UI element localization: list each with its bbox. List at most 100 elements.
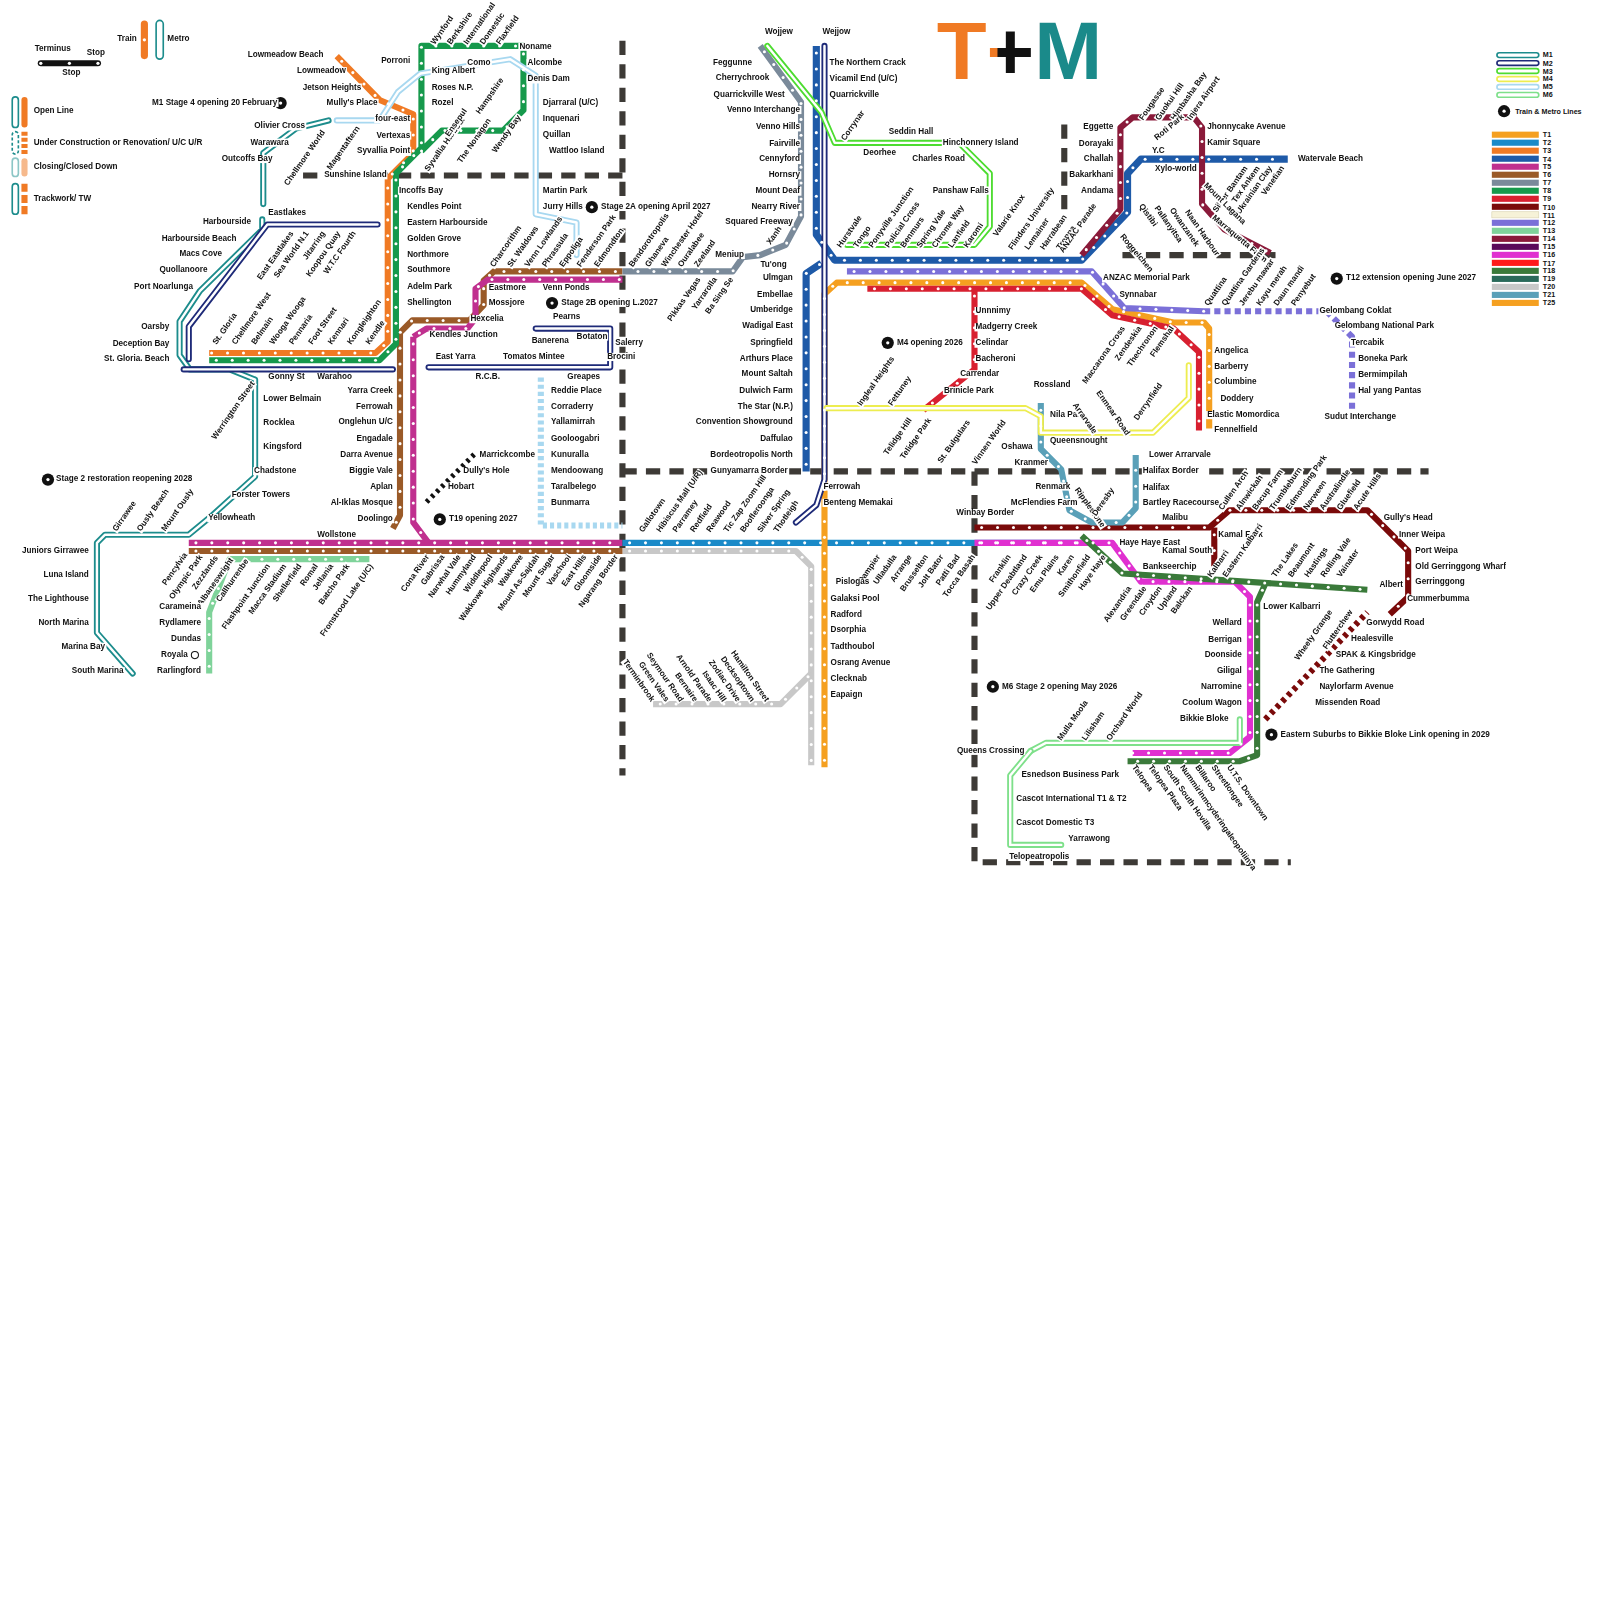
station-dot bbox=[815, 227, 818, 230]
station-label: Cennyford bbox=[758, 155, 801, 164]
station-dot bbox=[1053, 281, 1056, 284]
station-label: Macs Cove bbox=[178, 250, 223, 259]
station-dot bbox=[522, 278, 525, 281]
station-dot bbox=[385, 541, 388, 544]
trackwork-sample bbox=[21, 184, 27, 215]
station-label: Onglehun U/C bbox=[337, 419, 393, 428]
train-swatch bbox=[1492, 196, 1539, 202]
station-dot bbox=[708, 549, 711, 552]
station-label: Haye Haye East bbox=[1118, 539, 1181, 548]
station-label: Synnabar bbox=[1118, 291, 1157, 300]
station-dot bbox=[810, 711, 813, 714]
open-line-sample bbox=[21, 97, 27, 128]
station-dot bbox=[386, 282, 389, 285]
station-dot bbox=[550, 270, 553, 273]
station-label: Mendoowang bbox=[550, 467, 604, 476]
station-dot bbox=[1060, 526, 1063, 529]
station-label: Porroni bbox=[380, 57, 411, 66]
station-label: Gerringgong bbox=[1414, 579, 1465, 588]
station-dot bbox=[420, 46, 423, 49]
station-dot bbox=[830, 254, 833, 257]
legend-label: T16 bbox=[1542, 251, 1556, 258]
station-label: Lower Arrarvale bbox=[1148, 451, 1212, 460]
station-dot bbox=[398, 490, 401, 493]
station-dot bbox=[522, 52, 525, 55]
note-label: M1 Stage 4 opening 20 February bbox=[151, 99, 278, 108]
station-label: Umberidge bbox=[749, 306, 794, 315]
station-dot bbox=[481, 541, 484, 544]
station-dot bbox=[433, 541, 436, 544]
station-dot bbox=[1092, 526, 1095, 529]
station-dot bbox=[582, 270, 585, 273]
station-dot bbox=[1256, 603, 1259, 606]
station-dot bbox=[805, 367, 808, 370]
station-dot bbox=[1046, 454, 1049, 457]
station-dot bbox=[369, 352, 372, 355]
station-dot bbox=[340, 60, 343, 63]
train-line bbox=[189, 540, 623, 546]
legend-label: Closing/Closed Down bbox=[33, 163, 119, 172]
station-dot bbox=[805, 463, 808, 466]
station-dot bbox=[636, 270, 639, 273]
station-label: Southmore bbox=[406, 267, 451, 276]
station-dot bbox=[868, 270, 871, 273]
station-dot bbox=[1216, 760, 1219, 763]
station-label: Incoffs Bay bbox=[398, 187, 444, 196]
station-dot bbox=[1208, 333, 1211, 336]
station-label: Ulmgan bbox=[762, 274, 794, 283]
train-swatch bbox=[1492, 300, 1539, 306]
station-dot bbox=[1407, 561, 1410, 564]
legend-label: M5 bbox=[1542, 83, 1554, 90]
station-dot bbox=[294, 359, 297, 362]
station-label: Rydlamere bbox=[158, 619, 202, 628]
legend-label: T9 bbox=[1542, 195, 1552, 202]
station-label: Chadstone bbox=[253, 467, 297, 476]
station-dot bbox=[810, 743, 813, 746]
station-label: Fennelfield bbox=[1213, 426, 1258, 435]
station-dot bbox=[1211, 752, 1214, 755]
note-label: M4 opening 2026 bbox=[896, 339, 964, 348]
station-dot bbox=[1085, 248, 1088, 251]
train-line bbox=[209, 46, 523, 360]
info-dot bbox=[1502, 110, 1505, 113]
station-dot bbox=[739, 541, 742, 544]
station-label: Gooloogabri bbox=[550, 435, 601, 444]
legend-label: Under Construction or Renovation/ U/C U/… bbox=[33, 139, 204, 148]
station-dot bbox=[401, 108, 404, 111]
station-label: Dulwich Farm bbox=[738, 386, 794, 395]
station-dot bbox=[386, 350, 389, 353]
station-label: Marrickcombe bbox=[479, 451, 536, 460]
station-dot bbox=[823, 647, 826, 650]
train-swatch bbox=[1492, 212, 1539, 218]
station-dot bbox=[1070, 510, 1073, 513]
station-dot bbox=[342, 359, 345, 362]
station-dot bbox=[554, 278, 557, 281]
station-label: Daffulao bbox=[759, 434, 794, 443]
station-dot bbox=[957, 281, 960, 284]
info-dot bbox=[1265, 729, 1277, 741]
station-dot bbox=[1201, 156, 1204, 159]
station-label: Albert bbox=[1378, 580, 1404, 589]
station-dot bbox=[1122, 310, 1125, 313]
station-dot bbox=[226, 541, 229, 544]
station-label: Columbine bbox=[1213, 379, 1257, 388]
station-dot bbox=[823, 743, 826, 746]
station-label: Clecknab bbox=[830, 675, 868, 684]
station-dot bbox=[1012, 270, 1015, 273]
station-dot bbox=[875, 259, 878, 262]
station-dot bbox=[807, 675, 810, 678]
station-dot bbox=[258, 352, 261, 355]
station-dot bbox=[805, 447, 808, 450]
station-label: Challah bbox=[1083, 155, 1115, 164]
station-dot bbox=[1216, 519, 1219, 522]
station-label: Springfield bbox=[749, 338, 794, 347]
station-dot bbox=[644, 549, 647, 552]
station-dot bbox=[915, 541, 918, 544]
station-dot bbox=[362, 82, 365, 85]
station-dot bbox=[474, 300, 477, 303]
station-label: four-east bbox=[374, 115, 411, 124]
station-dot bbox=[410, 320, 413, 323]
station-dot bbox=[412, 406, 415, 409]
legend-label: T11 bbox=[1542, 211, 1556, 218]
station-dot bbox=[1104, 308, 1107, 311]
